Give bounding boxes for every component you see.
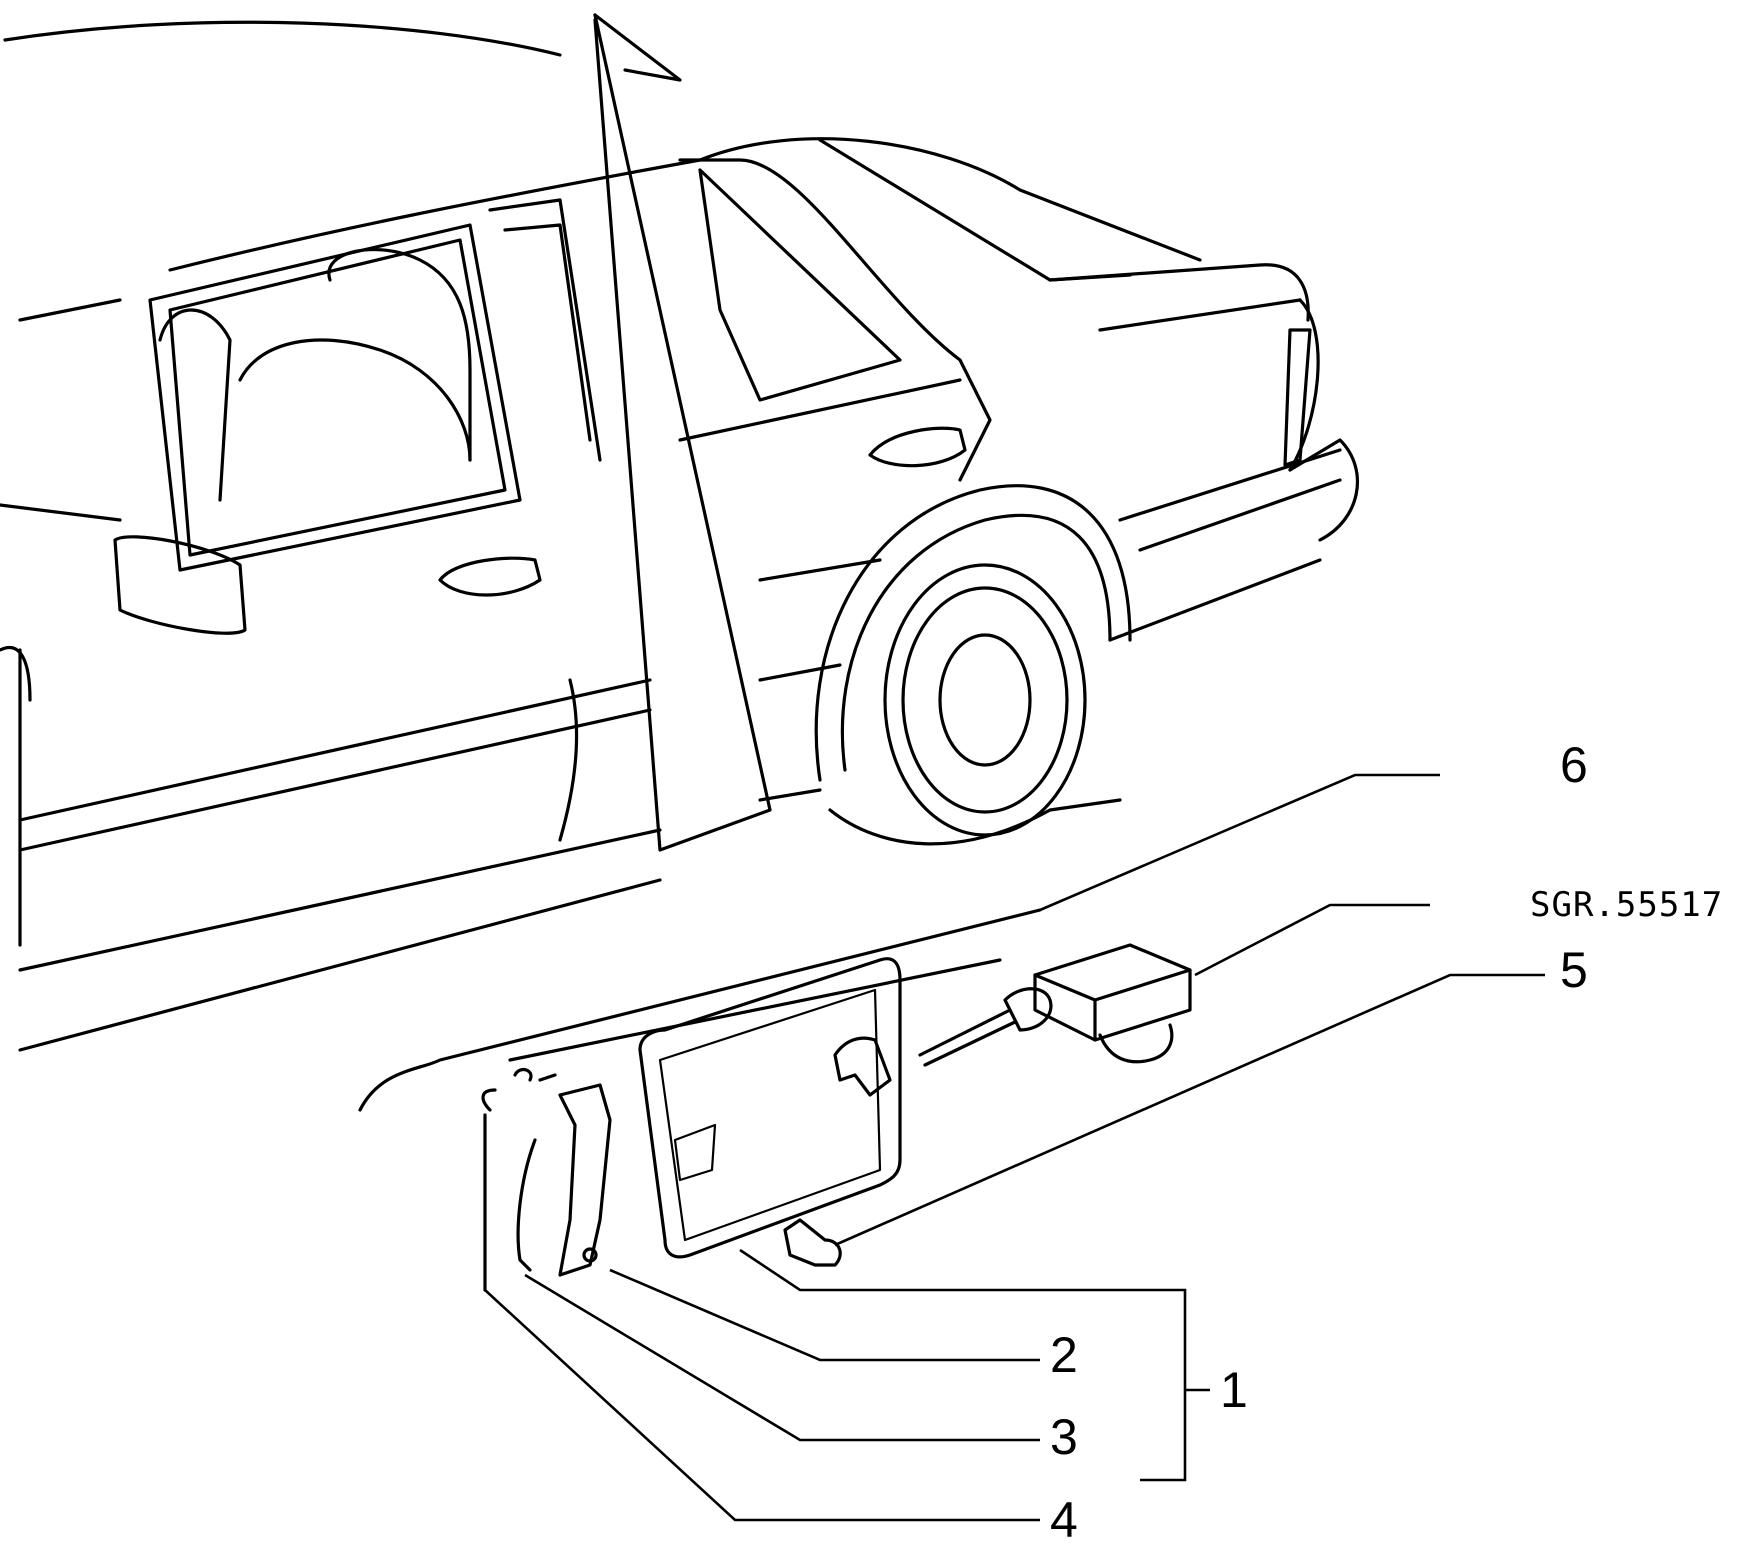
leader-3 — [524, 1273, 1040, 1442]
callout-1: 1 — [1220, 1362, 1248, 1418]
leader-6 — [1039, 773, 1440, 912]
callout-5: 5 — [1560, 942, 1588, 998]
fuel-filler-flap — [638, 957, 902, 1259]
flap-clip — [833, 1036, 892, 1097]
callout-4: 4 — [1050, 1492, 1078, 1548]
spring-pin — [513, 1067, 557, 1272]
leader-5 — [834, 973, 1545, 1247]
hinge-bracket — [558, 1083, 612, 1277]
lock-actuator — [918, 943, 1192, 1067]
rubber-bumper-stop — [783, 1218, 842, 1267]
retaining-spring — [481, 1088, 497, 1292]
car-illustration — [0, 13, 1359, 1112]
drawing-code: SGR.55517 — [1530, 885, 1724, 925]
leader-lines — [484, 773, 1545, 1522]
leader-2 — [609, 1268, 1040, 1362]
callout-3: 3 — [1050, 1409, 1078, 1465]
leader-4 — [484, 1289, 1040, 1522]
callout-6: 6 — [1560, 737, 1588, 793]
leader-1-top — [739, 1248, 1187, 1482]
leader-code — [1194, 903, 1430, 977]
callout-2: 2 — [1050, 1327, 1078, 1383]
